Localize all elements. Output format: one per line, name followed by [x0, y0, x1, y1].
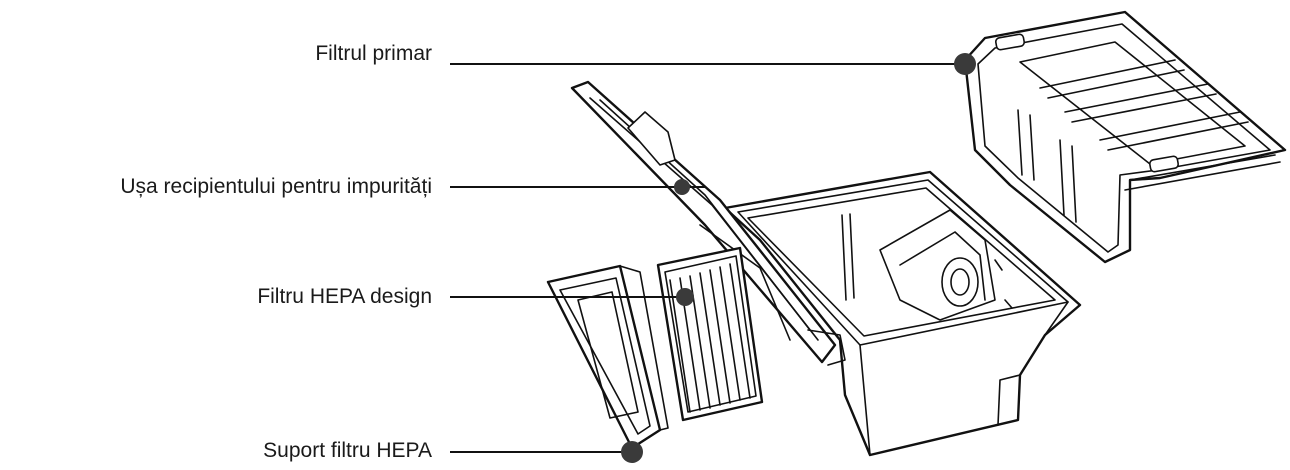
primary-filter-illustration	[963, 10, 1287, 264]
callout-dot	[954, 53, 976, 75]
callout-dot	[621, 441, 643, 463]
label-primary-filter: Filtrul primar	[315, 42, 432, 65]
hepa-holder-illustration	[546, 264, 669, 450]
callout-dot	[674, 179, 690, 195]
bin-door-illustration	[570, 80, 846, 366]
label-hepa-filter: Filtru HEPA design	[257, 285, 432, 308]
label-bin-door: Ușa recipientului pentru impurități	[120, 175, 432, 198]
label-hepa-holder: Suport filtru HEPA	[263, 439, 432, 462]
callout-hepa-holder: Suport filtru HEPA	[263, 439, 643, 463]
callout-bin-door: Ușa recipientului pentru impurități	[120, 175, 705, 198]
callout-primary-filter: Filtrul primar	[315, 42, 976, 75]
callout-dot	[676, 288, 694, 306]
dust-bin-illustration	[723, 170, 1082, 457]
callout-hepa-filter: Filtru HEPA design	[257, 285, 694, 308]
